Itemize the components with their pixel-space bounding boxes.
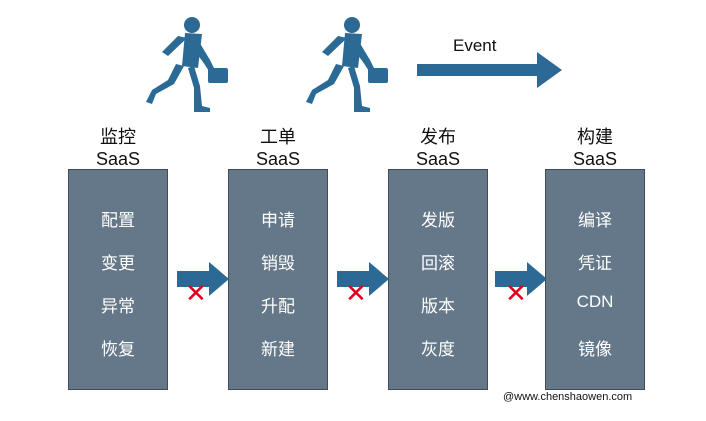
column-title-line1: 发布 [420,127,456,147]
blocked-x-icon: ✕ [185,278,207,308]
blocked-x-icon: ✕ [505,278,527,308]
column-title-line2: SaaS [415,149,461,169]
box-item: 恢复 [101,340,135,359]
box-item: 申请 [261,211,295,230]
column-title-line1: 构建 [577,127,613,147]
column-title-ticket: 工单 SaaS [223,126,333,170]
flow-arrow-icon [177,262,229,296]
box-item: 镜像 [578,340,612,359]
flow-arrow-icon [495,262,547,296]
box-item: 回滚 [421,254,455,273]
watermark: @www.chenshaowen.com [503,391,633,403]
box-item: 版本 [421,297,455,316]
saas-box-ticket: 申请 销毁 升配 新建 [228,169,328,390]
box-item: CDN [576,292,614,311]
box-item: 升配 [261,297,295,316]
box-item: 编译 [578,211,612,230]
column-title-monitor: 监控 SaaS [63,126,173,170]
column-title-build: 构建 SaaS [540,126,650,170]
box-item: 变更 [101,254,135,273]
column-title-line1: 工单 [260,127,296,147]
column-title-line2: SaaS [255,149,301,169]
box-item: 配置 [101,211,135,230]
saas-box-monitor: 配置 变更 异常 恢复 [68,169,168,390]
event-label: Event [453,36,497,55]
column-title-line2: SaaS [572,149,618,169]
flow-arrow-icon [337,262,389,296]
box-item: 灰度 [421,340,455,359]
blocked-x-icon: ✕ [345,278,367,308]
column-title-line2: SaaS [95,149,141,169]
column-title-release: 发布 SaaS [383,126,493,170]
box-item: 发版 [421,211,455,230]
running-businessman-icon [306,17,388,112]
box-item: 凭证 [578,254,612,273]
column-title-line1: 监控 [100,127,136,147]
event-arrow-icon [417,52,562,88]
box-item: 新建 [261,340,295,359]
box-item: 异常 [101,297,135,316]
box-item: 销毁 [261,254,295,273]
running-businessman-icon [146,17,228,112]
saas-box-release: 发版 回滚 版本 灰度 [388,169,488,390]
saas-box-build: 编译 凭证 CDN 镜像 [545,169,645,390]
